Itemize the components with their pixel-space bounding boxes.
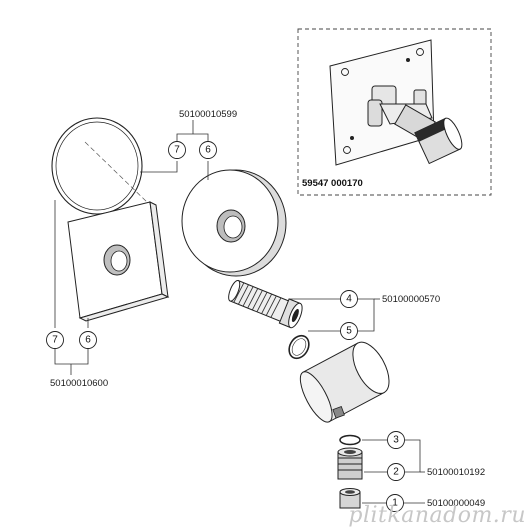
square-rosette (67, 201, 170, 322)
part-number-extension-seal: 50100000570 (382, 294, 440, 305)
callout-6-top: 6 (199, 141, 217, 159)
threaded-extension (228, 279, 303, 329)
callout-1: 1 (386, 494, 404, 512)
part-number-bottom-part: 50100000049 (427, 498, 485, 509)
svg-text:5: 5 (346, 326, 352, 337)
cartridge-stack (337, 434, 363, 509)
handle-body (299, 341, 390, 423)
rosette-ring (51, 117, 143, 215)
callout-3: 3 (387, 431, 405, 449)
inset-panel: 59547 000170 (297, 28, 492, 196)
callout-7-left: 7 (46, 331, 64, 349)
callout-2: 2 (387, 463, 405, 481)
callout-7-top: 7 (168, 141, 186, 159)
part-number-rosette-ring-left: 50100010600 (50, 378, 108, 389)
part-number-rosette-ring-top: 50100010599 (179, 109, 237, 120)
part-number-cartridge-nut: 50100010192 (427, 467, 485, 478)
callout-6-left: 6 (79, 331, 97, 349)
svg-text:3: 3 (393, 435, 399, 446)
round-rosette (181, 169, 287, 277)
svg-text:6: 6 (205, 145, 211, 156)
o-ring (288, 334, 310, 360)
svg-text:2: 2 (393, 467, 399, 478)
callout-4: 4 (340, 290, 358, 308)
watermark: plitkanadom.ru (348, 503, 526, 528)
svg-text:1: 1 (392, 498, 398, 509)
svg-text:7: 7 (174, 145, 180, 156)
svg-text:6: 6 (85, 335, 91, 346)
inset-code: 59547 000170 (302, 178, 363, 189)
svg-text:4: 4 (346, 294, 352, 305)
svg-text:7: 7 (52, 335, 58, 346)
inset-valve-body (367, 85, 463, 165)
callout-5: 5 (340, 322, 358, 340)
